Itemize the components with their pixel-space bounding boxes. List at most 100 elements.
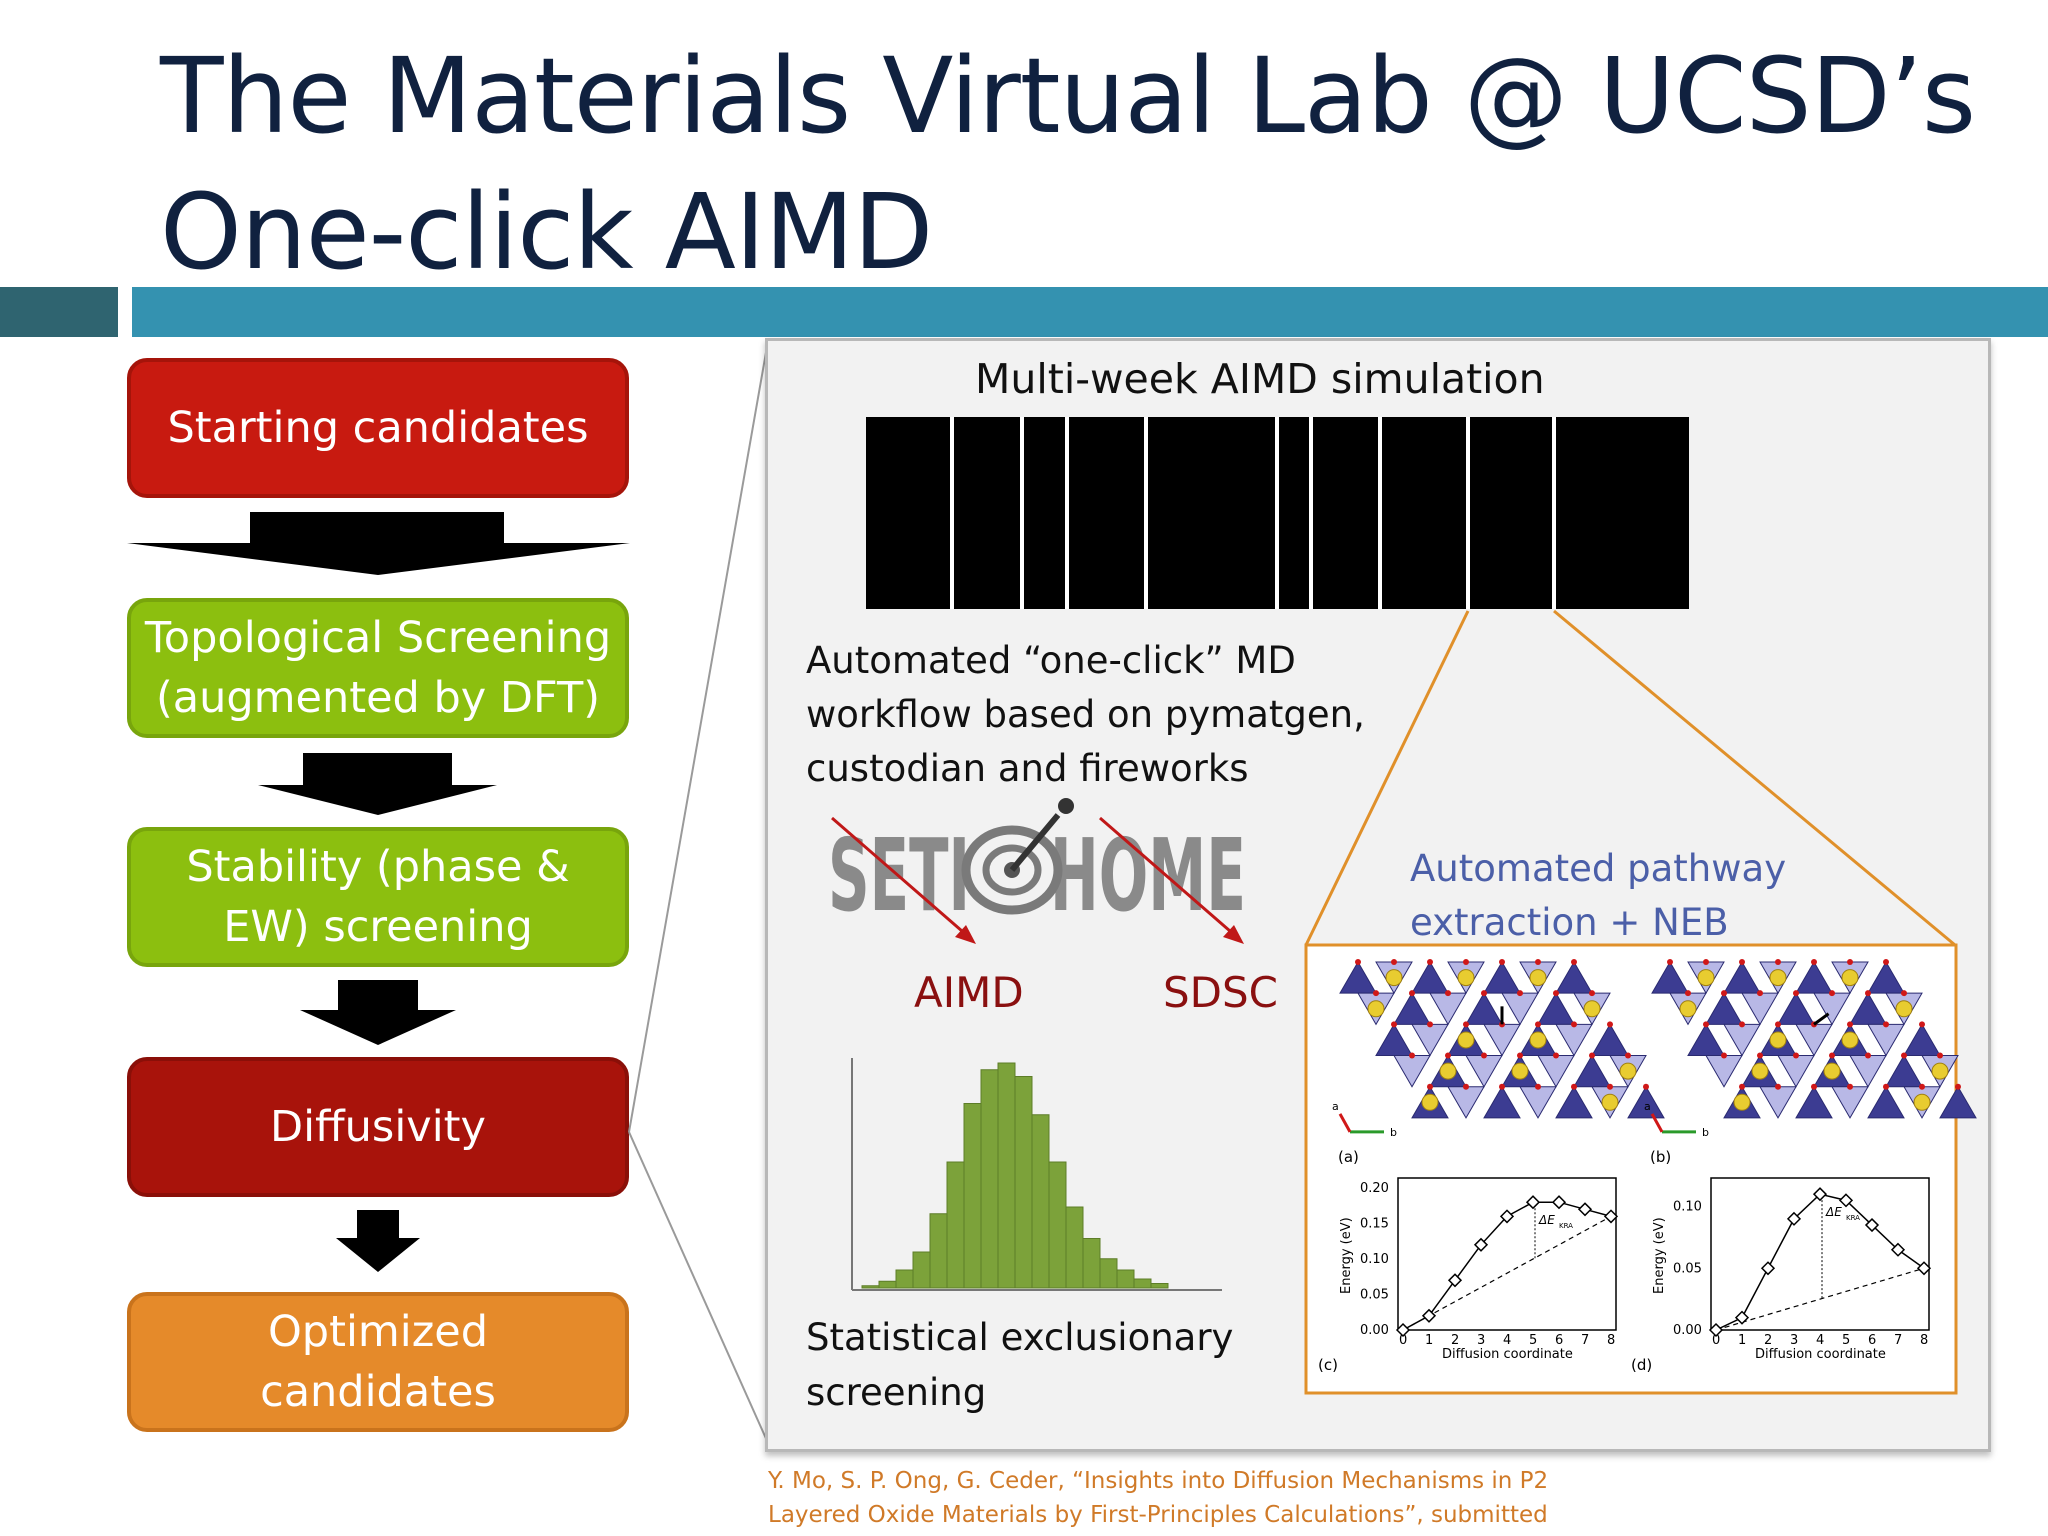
arrow-to-aimd [831, 816, 971, 940]
oxygen-atom [1553, 990, 1559, 997]
flow-step-label-line2: EW) screening [223, 902, 533, 952]
data-point [1838, 1193, 1854, 1208]
y-tick-label: 0.10 [1360, 1252, 1389, 1267]
title-line-2: One-click AIMD [160, 171, 933, 293]
oxygen-atom [1793, 1052, 1799, 1059]
oxygen-atom [1847, 1083, 1853, 1090]
sodium-atom [1619, 1062, 1637, 1080]
axis-b-label: b [1702, 1126, 1709, 1139]
x-tick-label: 7 [1894, 1333, 1902, 1348]
sodium-atom [1769, 969, 1787, 987]
flow-step-label-line2: candidates [260, 1367, 496, 1417]
y-tick-label: 0.10 [1673, 1200, 1702, 1215]
subfigure-label: (b) [1650, 1148, 1671, 1166]
x-axis-label: Diffusion coordinate [1442, 1347, 1573, 1362]
oxygen-atom [1721, 1052, 1727, 1059]
data-point [1786, 1211, 1802, 1226]
oxygen-atom [1391, 1021, 1397, 1028]
oxygen-atom [1517, 990, 1523, 997]
oxygen-atom [1919, 1021, 1925, 1028]
zoom-line-top [628, 340, 769, 1133]
x-axis-label: Diffusion coordinate [1755, 1347, 1886, 1362]
oxygen-atom [1481, 990, 1487, 997]
sodium-atom [1733, 1093, 1751, 1111]
oxygen-atom [1757, 1052, 1763, 1059]
data-point [1577, 1202, 1593, 1217]
diffusion-arrow [1813, 1012, 1830, 1026]
oxygen-atom [1427, 959, 1433, 965]
octahedron [1795, 1085, 1833, 1119]
x-tick-label: 1 [1738, 1333, 1746, 1348]
oxygen-atom [1703, 1021, 1709, 1028]
sdsc-label: SDSC [1163, 968, 1278, 1017]
y-axis-label: Energy (eV) [1652, 1217, 1667, 1294]
oxygen-atom [1481, 1052, 1487, 1059]
oxygen-atom [1901, 1052, 1907, 1059]
x-tick-label: 0 [1712, 1333, 1720, 1348]
y-tick-label: 0.00 [1360, 1323, 1389, 1338]
histogram-bar [1150, 1283, 1169, 1289]
flow-step-label-line1: Optimized [267, 1307, 489, 1357]
data-point [1890, 1242, 1906, 1257]
oxygen-atom [1409, 990, 1415, 997]
oxygen-atom [1571, 959, 1577, 965]
oxygen-atom [1721, 990, 1727, 997]
oxygen-atom [1757, 990, 1763, 997]
data-point [1734, 1310, 1750, 1325]
x-tick-label: 5 [1842, 1333, 1850, 1348]
zoom-line-orange-left [1304, 610, 1470, 946]
plot-frame [1710, 1177, 1930, 1331]
sodium-atom [1697, 969, 1715, 987]
stat-line-1: Statistical exclusionary [806, 1316, 1234, 1359]
sodium-atom [1439, 1062, 1457, 1080]
pathway-line-2: extraction + NEB [1410, 901, 1729, 944]
histogram-bar [980, 1069, 999, 1289]
sodium-atom [1457, 1031, 1475, 1049]
data-point [1708, 1322, 1724, 1338]
x-tick-label: 4 [1503, 1333, 1511, 1348]
oxygen-atom [1625, 1052, 1631, 1059]
workflow-line-1: Automated “one-click” MD [806, 639, 1296, 682]
x-tick-label: 2 [1451, 1333, 1459, 1348]
oxygen-atom [1535, 1083, 1541, 1090]
octahedron [1627, 1085, 1665, 1119]
x-tick-label: 1 [1425, 1333, 1433, 1348]
oxygen-atom [1535, 959, 1541, 965]
octahedron [1555, 1085, 1593, 1119]
x-tick-label: 5 [1529, 1333, 1537, 1348]
oxygen-atom [1775, 1083, 1781, 1090]
sodium-atom [1895, 1000, 1913, 1018]
oxygen-atom [1739, 959, 1745, 965]
x-tick-label: 6 [1555, 1333, 1563, 1348]
oxygen-atom [1865, 1052, 1871, 1059]
axis-a-arrow [1338, 1113, 1352, 1133]
oxygen-atom [1391, 959, 1397, 965]
sodium-atom [1457, 969, 1475, 987]
histogram-bar [1133, 1278, 1152, 1289]
sodium-atom [1769, 1031, 1787, 1049]
down-arrow-icon [127, 512, 630, 575]
sodium-atom [1385, 969, 1403, 987]
sim-title: Multi-week AIMD simulation [975, 355, 1545, 403]
flow-step-stability-screening: Stability (phase & EW) screening [127, 827, 629, 967]
oxygen-atom [1739, 1021, 1745, 1028]
workflow-line-2: workflow based on pymatgen, [806, 693, 1365, 736]
oxygen-atom [1901, 990, 1907, 997]
oxygen-atom [1427, 1083, 1433, 1090]
pathway-line-1: Automated pathway [1410, 847, 1787, 890]
oxygen-atom [1463, 1021, 1469, 1028]
oxygen-atom [1373, 990, 1379, 997]
plot-frame [1397, 1177, 1617, 1331]
oxygen-atom [1643, 1083, 1649, 1090]
oxygen-atom [1883, 959, 1889, 965]
histogram-bar [997, 1062, 1016, 1289]
flow-step-label-line1: Stability (phase & [186, 842, 570, 892]
crystal-structure-a: ab(a) [1332, 959, 1665, 1166]
histogram-bar [1014, 1076, 1033, 1289]
sodium-atom [1823, 1062, 1841, 1080]
barrier-label-subscript: KRA [1559, 1222, 1573, 1230]
y-tick-label: 0.05 [1360, 1288, 1389, 1303]
